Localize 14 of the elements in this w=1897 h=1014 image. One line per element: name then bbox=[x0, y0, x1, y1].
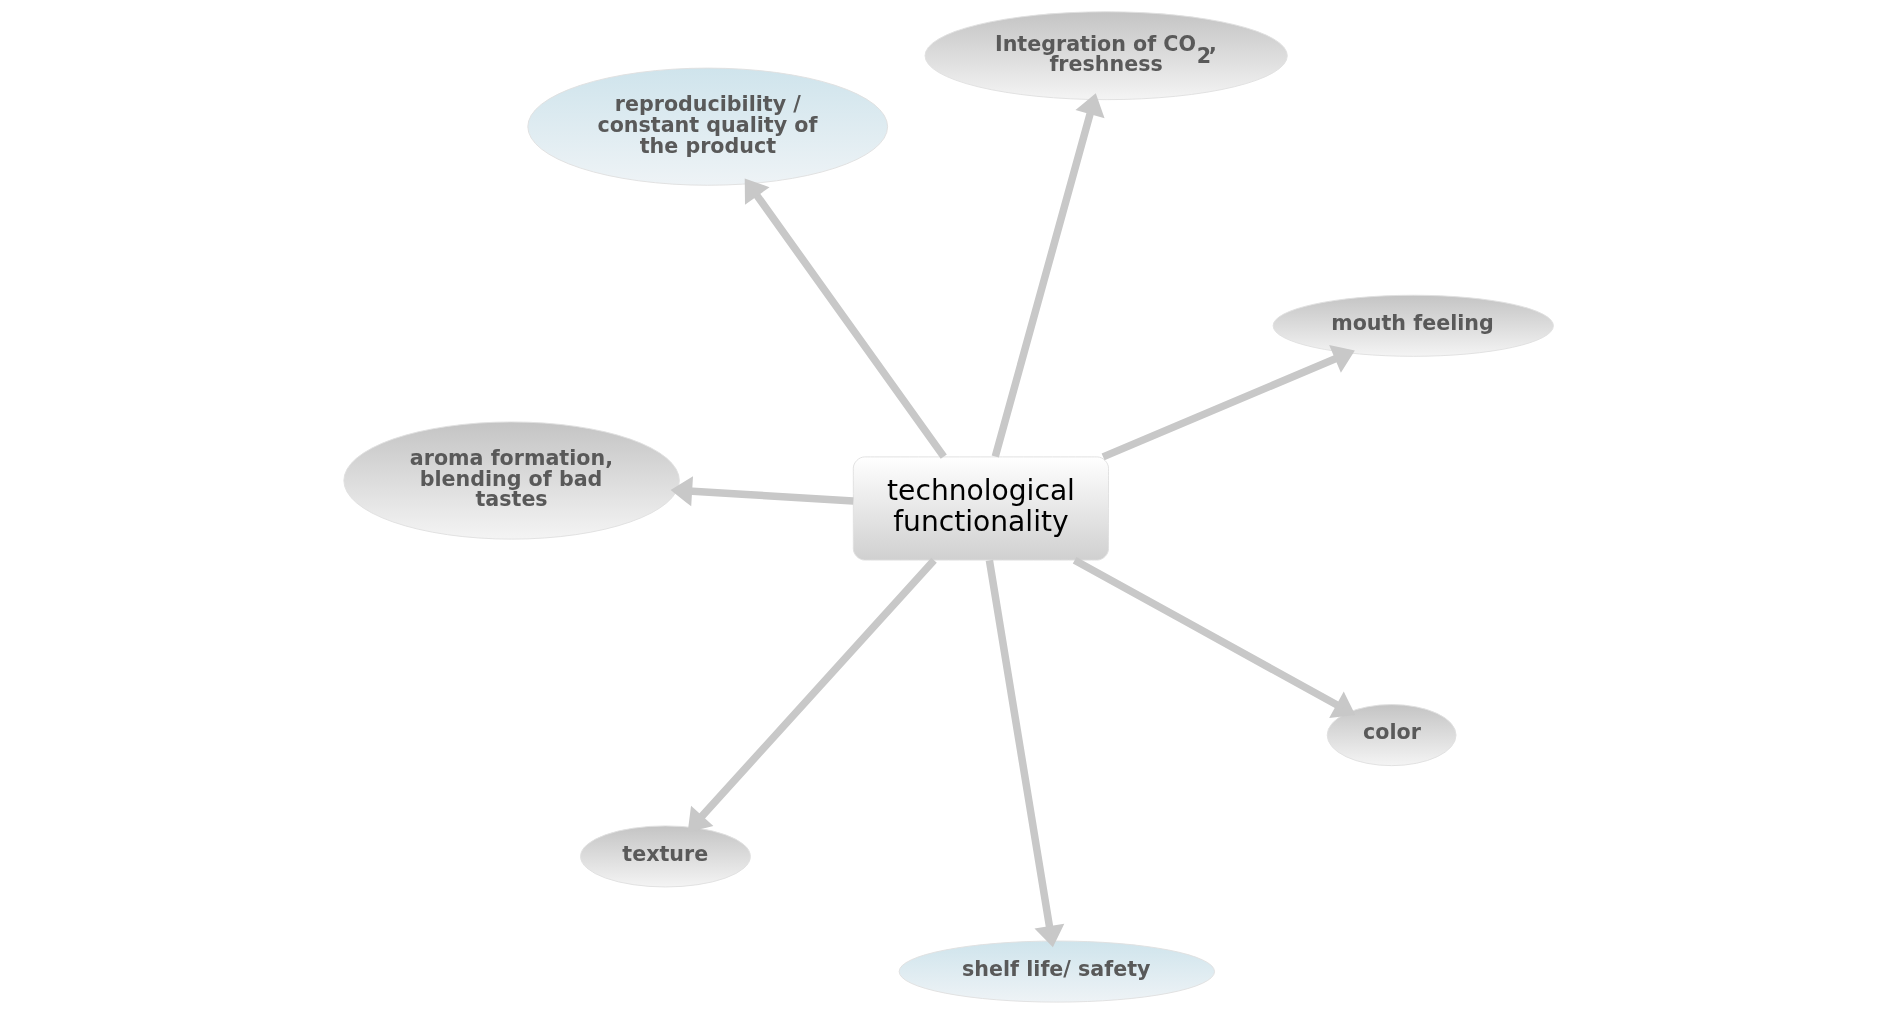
node-ellipse: reproducibility / constant quality of the product bbox=[527, 67, 889, 186]
node-ellipse: shelf life/ safety bbox=[898, 940, 1215, 1003]
arrow bbox=[1101, 344, 1355, 461]
node-ellipse: mouth feeling bbox=[1272, 294, 1554, 357]
arrow bbox=[991, 93, 1105, 458]
arrow bbox=[985, 559, 1065, 948]
arrow bbox=[744, 178, 947, 459]
node-ellipse: aroma formation, blending of bad tastes bbox=[343, 421, 680, 540]
node-ellipse: texture bbox=[580, 825, 751, 888]
arrow bbox=[687, 557, 937, 832]
arrow bbox=[670, 476, 854, 507]
node-box: technological functionality bbox=[852, 456, 1109, 561]
arrow bbox=[1072, 556, 1356, 718]
node-ellipse: color bbox=[1326, 704, 1457, 767]
